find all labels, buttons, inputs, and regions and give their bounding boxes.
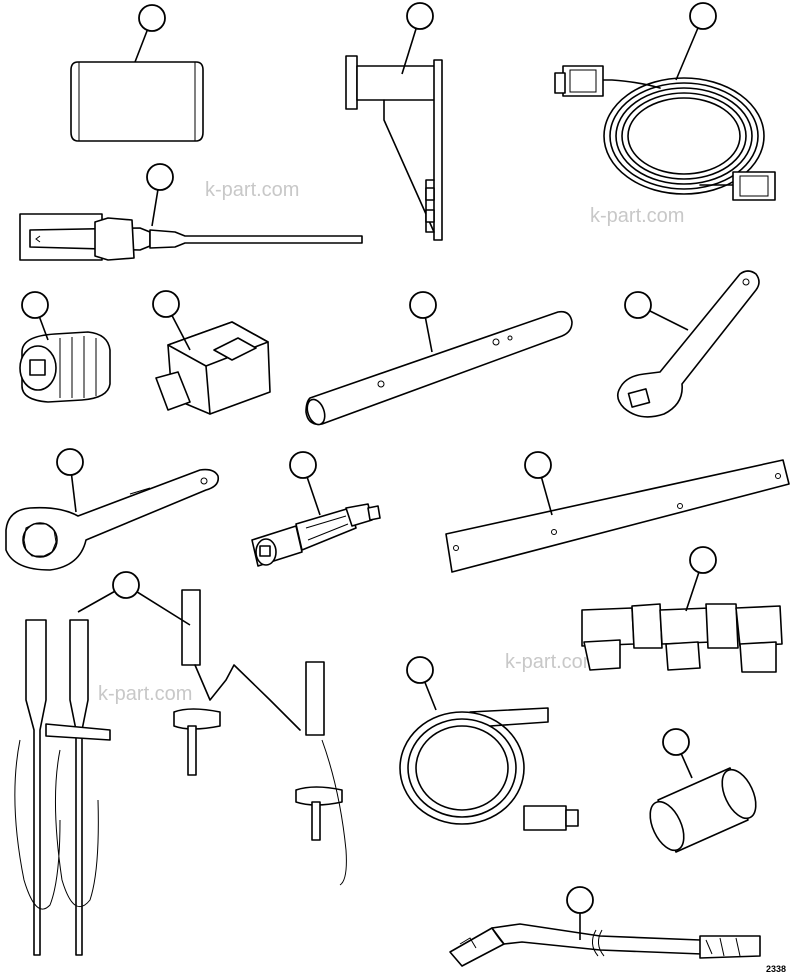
tool-tube-bar — [305, 310, 573, 426]
tool-probe-driver — [19, 213, 363, 261]
watermark-1: k-part.com — [205, 179, 299, 201]
tool-sensor-probes — [14, 589, 347, 956]
tool-ring-wrench — [5, 468, 220, 571]
tool-thin-sleeve — [649, 767, 757, 853]
callout-bubbles — [21, 2, 717, 914]
tool-elbow-fittings — [581, 603, 783, 673]
watermark-4: k-part.com — [98, 683, 192, 705]
tool-extension-adapter — [251, 503, 381, 567]
tool-bracket-fixture — [345, 55, 443, 241]
watermark-2: k-part.com — [590, 205, 684, 227]
watermark-3: k-part.com — [505, 651, 599, 673]
tool-wrench-angled — [616, 270, 760, 418]
tool-socket-small — [19, 331, 111, 403]
tool-coiled-cable — [554, 65, 776, 201]
tool-flex-hose — [449, 923, 761, 967]
drawing-code: 2338 — [766, 964, 786, 974]
callout-leaders — [34, 15, 704, 940]
tool-coiled-tube — [399, 707, 579, 831]
tool-socket-large — [155, 321, 271, 415]
tool-sleeve — [70, 61, 204, 142]
tool-flat-strip — [445, 459, 790, 573]
